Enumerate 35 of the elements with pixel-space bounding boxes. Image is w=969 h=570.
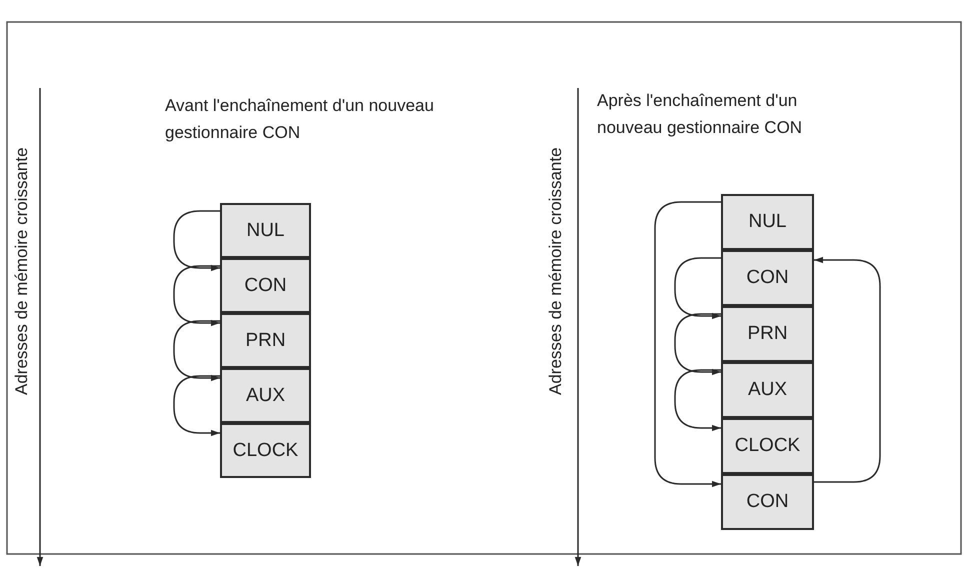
heading: Après l'enchaînement d'un nouveau gestionnaire CON	[597, 90, 804, 139]
memory-block	[721, 194, 814, 250]
memory-block	[721, 306, 814, 362]
memory-block	[721, 474, 814, 530]
block-label: CON	[244, 274, 287, 296]
memory-block	[721, 362, 814, 418]
arrow	[654, 201, 721, 488]
arrow	[173, 375, 220, 436]
memory-block	[220, 258, 311, 313]
block-label: CLOCK	[232, 440, 298, 462]
heading: Avant l'enchaînement d'un nouveau gestionnaire CON	[165, 95, 435, 144]
block-label: AUX	[748, 379, 788, 401]
block-label: CLOCK	[734, 435, 800, 457]
block-label: CON	[746, 267, 789, 289]
block-label: NUL	[748, 211, 786, 233]
axis-label: Adresses de mémoire croissante	[546, 147, 566, 395]
memory-block	[721, 250, 814, 306]
arrow	[173, 210, 220, 272]
block-label: CON	[746, 491, 789, 513]
block-label: PRN	[245, 330, 286, 352]
arrow	[814, 256, 881, 483]
block-label: NUL	[246, 220, 284, 242]
memory-block	[220, 313, 311, 368]
block-label: AUX	[246, 384, 286, 406]
memory-block	[220, 203, 311, 258]
arrow	[173, 265, 220, 326]
arrow	[674, 313, 721, 376]
arrow	[674, 369, 721, 432]
block-label: PRN	[747, 323, 788, 345]
memory-block	[220, 368, 311, 423]
arrow	[173, 320, 220, 382]
axis-label: Adresses de mémoire croissante	[12, 147, 32, 395]
memory-block	[721, 418, 814, 474]
arrow	[674, 257, 721, 320]
memory-block	[220, 423, 311, 478]
